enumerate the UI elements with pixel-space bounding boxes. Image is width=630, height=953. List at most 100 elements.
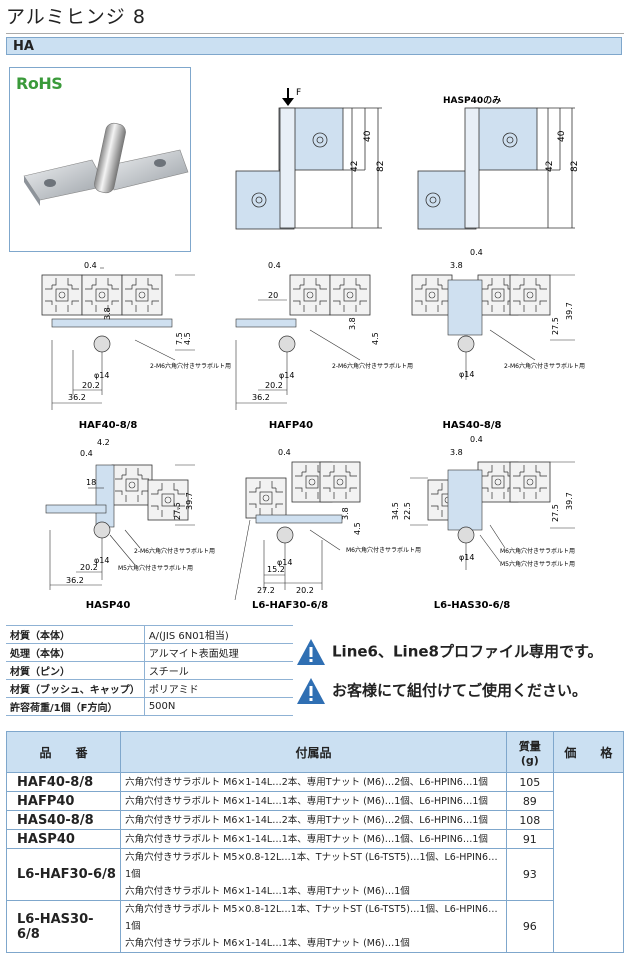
- svg-text:27.5: 27.5: [173, 502, 182, 520]
- spec-row: 材質（本体）A/(JIS 6N01相当): [6, 625, 293, 644]
- svg-text:36.2: 36.2: [252, 393, 270, 402]
- svg-text:39.7: 39.7: [565, 492, 574, 510]
- svg-text:20: 20: [268, 291, 278, 300]
- svg-text:15.2: 15.2: [267, 565, 285, 574]
- svg-text:0.4: 0.4: [84, 261, 97, 270]
- caption-haf40: HAF40-8/8: [79, 420, 138, 431]
- caption-hafp40: HAFP40: [269, 420, 313, 431]
- force-arrow-icon: [282, 88, 294, 106]
- header-accessories: 付属品: [120, 731, 507, 773]
- spec-row: 処理（本体）アルマイト表面処理: [6, 643, 293, 662]
- svg-text:M5六角穴付きサラボルト用: M5六角穴付きサラボルト用: [118, 564, 193, 572]
- spec-row: 許容荷重/1個（F方向）500N: [6, 697, 293, 716]
- section-has40: 3.8 0.4 27.5 39.7 φ14 2-M6六角穴付きサラボルト用: [411, 248, 585, 380]
- svg-text:34.5: 34.5: [391, 502, 400, 520]
- caption-l6-haf30: L6-HAF30-6/8: [252, 600, 328, 611]
- svg-text:36.2: 36.2: [68, 393, 86, 402]
- title-divider: [6, 33, 624, 34]
- svg-text:φ14: φ14: [277, 558, 292, 567]
- svg-text:18: 18: [86, 478, 96, 487]
- svg-text:27.5: 27.5: [551, 504, 560, 522]
- svg-text:4.5: 4.5: [353, 522, 362, 535]
- rohs-logo: RoHS: [16, 74, 63, 93]
- header-price: 価 格: [552, 731, 625, 773]
- section-l6-haf30: 0.4 3.8 4.5 φ14 15.2 27.2 20.2 M6六角穴付きサラ…: [234, 448, 421, 601]
- svg-text:0.4: 0.4: [470, 248, 483, 257]
- svg-text:φ14: φ14: [94, 371, 109, 380]
- section-hasp40: 4.2 0.4 18 27.5 39.7 φ14 20.2 36.2 2-M6六…: [45, 438, 215, 590]
- svg-text:0.4: 0.4: [278, 448, 291, 457]
- svg-text:M6六角穴付きサラボルト用: M6六角穴付きサラボルト用: [346, 546, 421, 554]
- svg-text:φ14: φ14: [459, 370, 474, 379]
- svg-text:20.2: 20.2: [80, 563, 98, 572]
- product-photo: RoHS: [9, 67, 191, 252]
- svg-text:27.5: 27.5: [551, 317, 560, 335]
- svg-text:HASP40のみ: HASP40のみ: [443, 95, 501, 106]
- front-view-haf: [235, 107, 382, 230]
- svg-text:3.8: 3.8: [103, 307, 112, 320]
- note-user-assembly: お客様にて組付けてご使用ください。: [296, 677, 587, 705]
- svg-text:M6六角穴付きサラボルト用: M6六角穴付きサラボルト用: [500, 547, 575, 555]
- svg-text:42: 42: [350, 161, 360, 172]
- svg-text:20.2: 20.2: [265, 381, 283, 390]
- svg-text:0.4: 0.4: [470, 435, 483, 444]
- caption-l6-has30: L6-HAS30-6/8: [434, 600, 510, 611]
- spec-table: 材質（本体）A/(JIS 6N01相当) 処理（本体）アルマイト表面処理 材質（…: [6, 625, 293, 716]
- spec-row: 材質（ブッシュ、キャップ）ポリアミド: [6, 679, 293, 698]
- header-part-number: 品 番: [5, 731, 122, 773]
- svg-text:4.2: 4.2: [97, 438, 110, 447]
- caption-has40: HAS40-8/8: [443, 420, 502, 431]
- section-haf40: 0.4 3.8 7.5 4.5 φ14 20.2 36.2 2-M6六角穴付きサ…: [41, 261, 231, 410]
- svg-text:20.2: 20.2: [82, 381, 100, 390]
- svg-text:φ14: φ14: [459, 553, 474, 562]
- svg-text:42: 42: [545, 161, 555, 172]
- svg-text:2-M6六角穴付きサラボルト用: 2-M6六角穴付きサラボルト用: [150, 362, 231, 370]
- price-cell: [552, 772, 625, 953]
- svg-text:2-M6六角穴付きサラボルト用: 2-M6六角穴付きサラボルト用: [332, 362, 413, 370]
- series-code-bar: HA: [6, 37, 622, 55]
- svg-text:27.2: 27.2: [257, 586, 275, 595]
- svg-text:3.8: 3.8: [348, 317, 357, 330]
- section-hafp40: 0.4 20 3.8 4.5 φ14 20.2 36.2 2-M6六角穴付きサラ…: [235, 261, 413, 410]
- hinge-photo-illustration: [23, 122, 189, 206]
- warning-icon: [297, 639, 325, 665]
- svg-text:82: 82: [570, 161, 580, 172]
- svg-text:0.4: 0.4: [268, 261, 281, 270]
- section-l6-has30: 3.8 0.4 34.5 22.5 27.5 39.7 φ14 M6六角穴付きサ…: [391, 435, 575, 570]
- svg-text:7.5: 7.5: [175, 332, 184, 345]
- svg-text:3.8: 3.8: [450, 261, 463, 270]
- svg-text:2-M6六角穴付きサラボルト用: 2-M6六角穴付きサラボルト用: [504, 362, 585, 370]
- svg-text:2-M6六角穴付きサラボルト用: 2-M6六角穴付きサラボルト用: [134, 547, 215, 555]
- svg-text:4.5: 4.5: [371, 332, 380, 345]
- svg-text:M5六角穴付きサラボルト用: M5六角穴付きサラボルト用: [500, 560, 575, 568]
- svg-text:39.7: 39.7: [565, 302, 574, 320]
- svg-text:82: 82: [376, 161, 386, 172]
- svg-text:39.7: 39.7: [185, 492, 194, 510]
- svg-text:20.2: 20.2: [296, 586, 314, 595]
- front-view-has: [417, 107, 575, 230]
- svg-text:φ14: φ14: [279, 371, 294, 380]
- svg-text:40: 40: [557, 130, 567, 142]
- svg-text:φ14: φ14: [94, 556, 109, 565]
- technical-drawings: F 40 42 82 HASP40のみ 40 42 82: [41, 88, 585, 611]
- header-weight: 質量 (g): [506, 731, 554, 773]
- svg-text:3.8: 3.8: [450, 448, 463, 457]
- note-profile-only: Line6、Line8プロファイル専用です。: [296, 638, 602, 666]
- svg-text:3.8: 3.8: [341, 507, 350, 520]
- svg-text:0.4: 0.4: [80, 449, 93, 458]
- svg-text:F: F: [296, 88, 301, 98]
- page-title: アルミヒンジ 8: [6, 6, 146, 28]
- svg-text:22.5: 22.5: [403, 502, 412, 520]
- spec-row: 材質（ピン）スチール: [6, 661, 293, 680]
- svg-text:36.2: 36.2: [66, 576, 84, 585]
- warning-icon: [297, 678, 325, 704]
- svg-text:4.5: 4.5: [183, 332, 192, 345]
- svg-text:40: 40: [363, 130, 373, 142]
